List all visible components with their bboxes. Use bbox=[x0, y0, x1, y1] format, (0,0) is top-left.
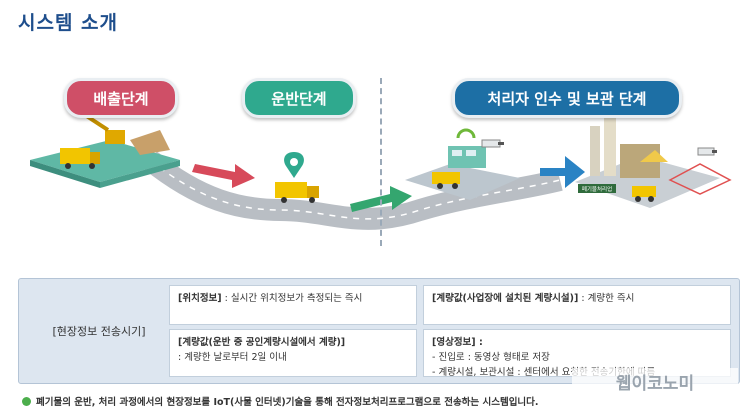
footer-text: 폐기물의 운반, 처리 과정에서의 현장정보를 IoT(사물 인터넷)기술을 통… bbox=[36, 397, 539, 408]
arrow-right-icon bbox=[192, 164, 255, 188]
info-cell-title: [위치정보] bbox=[178, 293, 222, 304]
facility-sign-label: 폐기물처리업 bbox=[582, 185, 612, 193]
stage-transport-badge: 운반단계 bbox=[242, 78, 356, 118]
info-cell-text: - 계량시설, 보관시설 : 센터에서 요청한 전송기한에 따름 bbox=[432, 367, 656, 378]
watermark: 웹이코노미 bbox=[572, 368, 738, 394]
cctv-camera-icon bbox=[481, 139, 504, 148]
info-panel: [현장정보 전송시기] [위치정보] : 실시간 위치정보가 측정되는 즉시 [… bbox=[18, 278, 740, 384]
stage-processing-badge: 처리자 인수 및 보관 단계 bbox=[452, 78, 682, 118]
discharge-site-illustration bbox=[30, 113, 180, 188]
info-cell-text: - 진입로 : 동영상 형태로 저장 bbox=[432, 352, 550, 363]
info-cell-onsite-weighing: [계량값(사업장에 설치된 계량시설)] : 계량한 즉시 bbox=[423, 285, 731, 325]
footer-note: 폐기물의 운반, 처리 과정에서의 현장정보를 IoT(사물 인터넷)기술을 통… bbox=[22, 394, 539, 408]
transport-truck-illustration bbox=[275, 182, 319, 203]
stage-discharge-badge: 배출단계 bbox=[64, 78, 178, 118]
stage-divider bbox=[380, 78, 382, 246]
weighing-station-illustration bbox=[405, 128, 520, 200]
arrow-right-icon bbox=[540, 156, 585, 188]
info-cell-transit-weighing: [계량값(운반 중 공인계량시설에서 계량)] : 계량한 날로부터 2일 이내 bbox=[169, 329, 417, 377]
page-title: 시스템 소개 bbox=[18, 12, 119, 34]
info-cell-title: [계량값(사업장에 설치된 계량시설)] bbox=[432, 293, 579, 304]
info-cell-location: [위치정보] : 실시간 위치정보가 측정되는 즉시 bbox=[169, 285, 417, 325]
info-cell-title: [영상정보] : bbox=[432, 337, 483, 348]
processing-facility-illustration bbox=[575, 118, 732, 208]
info-cell-text: : 실시간 위치정보가 측정되는 즉시 bbox=[221, 293, 363, 304]
bullet-icon bbox=[22, 397, 31, 406]
info-panel-label: [현장정보 전송시기] bbox=[52, 325, 146, 338]
info-cell-text: : 계량한 즉시 bbox=[578, 293, 635, 304]
cctv-camera-icon bbox=[697, 147, 717, 156]
info-cell-text: : 계량한 날로부터 2일 이내 bbox=[178, 352, 287, 363]
info-cell-title: [계량값(운반 중 공인계량시설에서 계량)] bbox=[178, 337, 346, 348]
location-pin-icon bbox=[284, 152, 304, 178]
